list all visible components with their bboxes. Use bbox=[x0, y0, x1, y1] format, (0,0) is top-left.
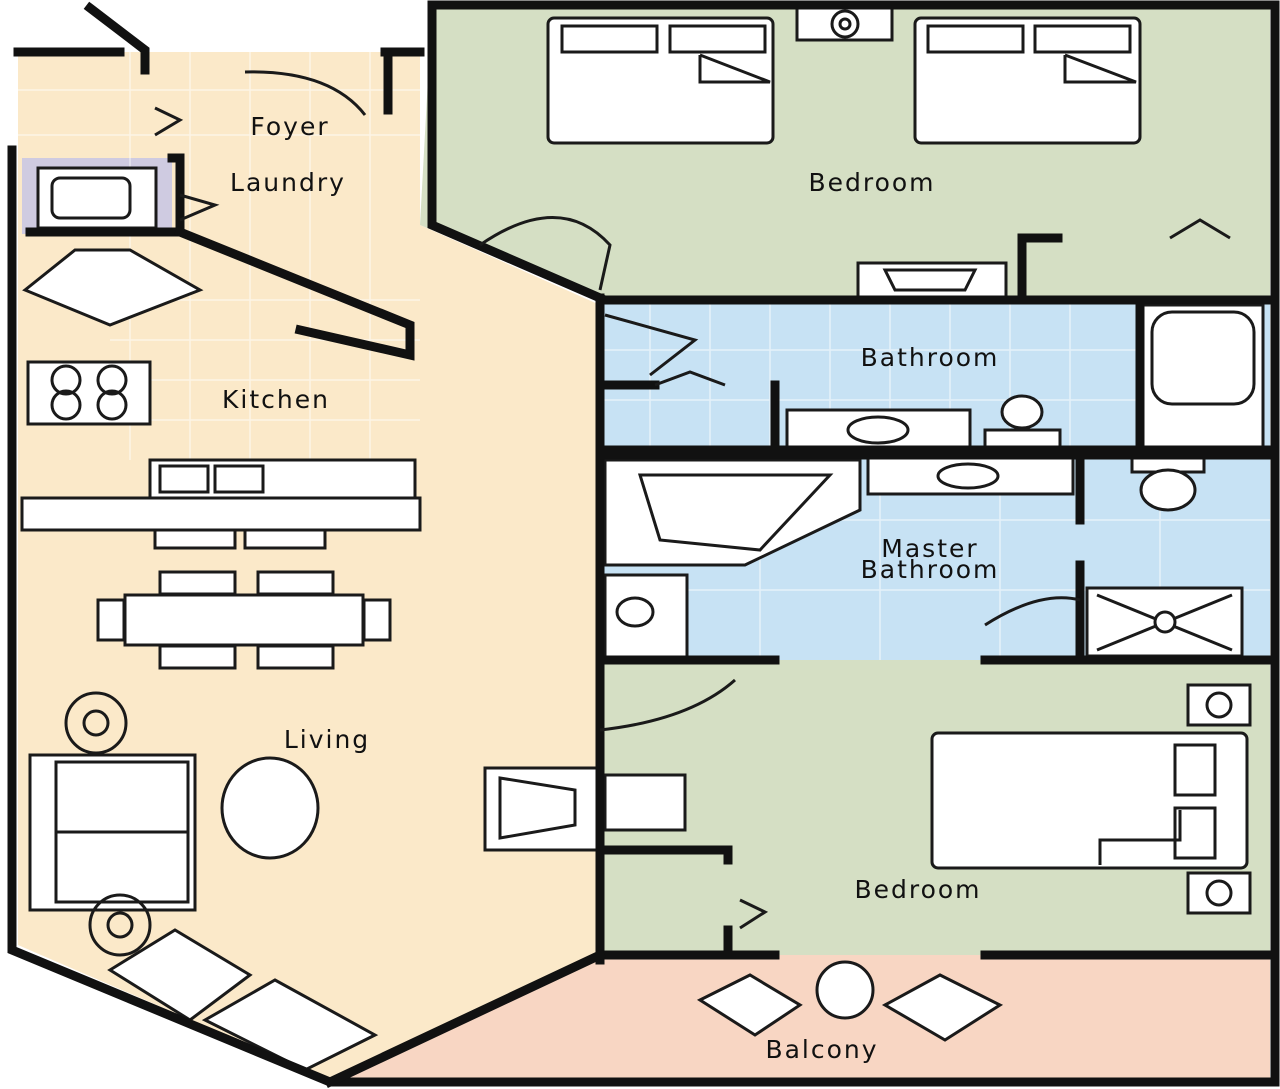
dining-set bbox=[96, 528, 392, 670]
label-bedroom-top: Bedroom bbox=[808, 168, 935, 197]
label-foyer: Foyer bbox=[250, 112, 329, 141]
label-living: Living bbox=[284, 725, 370, 754]
bathroom-toilet bbox=[983, 394, 1062, 452]
label-bathroom: Bathroom bbox=[861, 343, 1000, 372]
sofa bbox=[28, 753, 197, 912]
label-laundry: Laundry bbox=[230, 168, 346, 197]
label-bedroom-bottom: Bedroom bbox=[854, 875, 981, 904]
master-vanity bbox=[866, 456, 1075, 496]
coffee-table bbox=[220, 756, 320, 860]
nightstand-lamp-top bbox=[795, 6, 894, 42]
shower bbox=[1085, 586, 1244, 658]
tv-stand-top bbox=[856, 261, 1008, 300]
balcony-fill bbox=[330, 955, 1270, 1080]
bathtub bbox=[1141, 303, 1265, 449]
walls bbox=[7, 0, 1280, 1088]
door-swings bbox=[154, 70, 1231, 930]
bed-1 bbox=[546, 16, 775, 145]
label-master-bathroom-1: Master bbox=[881, 534, 978, 563]
bed-2 bbox=[913, 16, 1142, 145]
label-kitchen: Kitchen bbox=[222, 385, 330, 414]
label-master-bathroom-2: Bathroom bbox=[861, 555, 1000, 584]
nightstand-lamp-bottom-1 bbox=[1186, 683, 1252, 727]
laundry-machine bbox=[36, 166, 158, 230]
kitchen-counter bbox=[20, 248, 422, 532]
corner-tub bbox=[603, 458, 862, 567]
living-lamp-2 bbox=[88, 893, 152, 957]
fixtures bbox=[20, 6, 1265, 1072]
balcony-furniture bbox=[696, 960, 1004, 1042]
master-small-toilet bbox=[603, 573, 689, 659]
bed-3 bbox=[930, 731, 1249, 870]
room-labels: Foyer Laundry Kitchen Living Bedroom Bat… bbox=[222, 112, 1000, 1064]
living-lamp-1 bbox=[64, 691, 128, 755]
nightstand-lamp-bottom-2 bbox=[1186, 871, 1252, 915]
tv-stand-bottom bbox=[483, 766, 687, 852]
label-balcony: Balcony bbox=[765, 1035, 878, 1064]
bathroom-vanity bbox=[785, 408, 972, 452]
